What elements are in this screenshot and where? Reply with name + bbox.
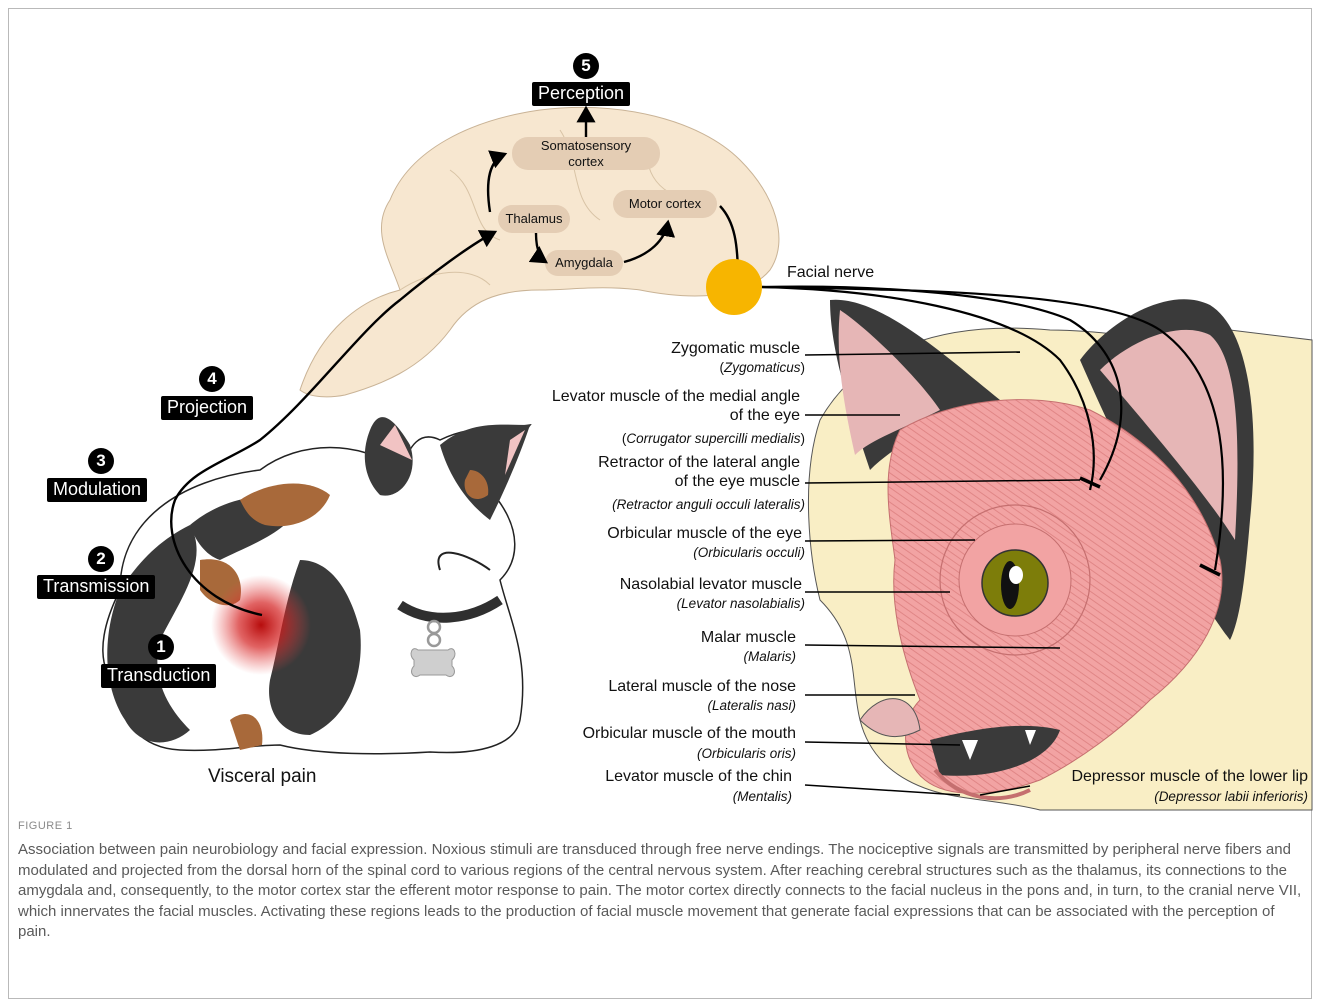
- cat-head-illustration: [808, 299, 1312, 810]
- muscle-name-levator-chin: Levator muscle of the chin: [605, 767, 792, 786]
- step-number-2: 2: [88, 546, 114, 572]
- muscle-latin-zygomatic: (Zygomaticus): [719, 359, 805, 376]
- latin-name: Levator nasolabialis: [681, 596, 800, 611]
- visceral-pain-label: Visceral pain: [208, 767, 316, 786]
- latin-name: Orbicularis occuli: [698, 545, 801, 560]
- muscle-latin-depressor-lower-lip: (Depressor labii inferioris): [1154, 788, 1308, 805]
- latin-name: Lateralis nasi: [712, 698, 792, 713]
- muscle-latin-nasolabial-levator: (Levator nasolabialis): [677, 595, 805, 612]
- facial-nucleus: [706, 259, 762, 315]
- figure-caption-text: Association between pain neurobiology an…: [18, 840, 1308, 943]
- paren-close: ): [792, 649, 797, 664]
- step-label-modulation: Modulation: [47, 478, 147, 502]
- muscle-name-retractor-lateral-angle: Retractor of the lateral angle of the ey…: [598, 453, 800, 491]
- step-label-transmission: Transmission: [37, 575, 155, 599]
- muscle-name-levator-medial-angle: Levator muscle of the medial angle of th…: [552, 387, 800, 425]
- cat-illustration: [103, 417, 530, 754]
- facial-nerve-label: Facial nerve: [787, 263, 874, 282]
- paren-close: ): [801, 360, 806, 375]
- brain-label-thalamus: Thalamus: [498, 211, 570, 227]
- paren-close: ): [801, 431, 806, 446]
- latin-name: Mentalis: [737, 789, 787, 804]
- step-label-perception: Perception: [532, 82, 630, 106]
- latin-name: Corrugator supercilli medialis: [626, 431, 800, 446]
- muscle-name-orbicular-mouth: Orbicular muscle of the mouth: [583, 724, 796, 743]
- step-number-1: 1: [148, 634, 174, 660]
- step-number-5: 5: [573, 53, 599, 79]
- muscle-latin-levator-chin: (Mentalis): [733, 788, 792, 805]
- paren-close: ): [801, 596, 806, 611]
- paren-close: ): [801, 545, 806, 560]
- latin-name: Orbicularis oris: [701, 746, 791, 761]
- muscle-latin-retractor-lateral-angle: (Retractor anguli occuli lateralis): [612, 496, 805, 513]
- paren-close: ): [792, 698, 797, 713]
- muscle-name-lateral-nose: Lateral muscle of the nose: [608, 677, 796, 696]
- paren-close: ): [1304, 789, 1309, 804]
- muscle-latin-orbicular-eye: (Orbicularis occuli): [693, 544, 805, 561]
- latin-name: Zygomaticus: [724, 360, 801, 375]
- muscle-latin-malar: (Malaris): [743, 648, 796, 665]
- muscle-name-orbicular-eye: Orbicular muscle of the eye: [607, 524, 802, 543]
- step-label-transduction: Transduction: [101, 664, 216, 688]
- latin-name: Malaris: [748, 649, 792, 664]
- paren-close: ): [801, 497, 806, 512]
- brain-label-motor-cortex: Motor cortex: [613, 196, 717, 212]
- muscle-latin-levator-medial-angle: (Corrugator supercilli medialis): [622, 430, 805, 447]
- step-number-3: 3: [88, 448, 114, 474]
- muscle-name-depressor-lower-lip: Depressor muscle of the lower lip: [1071, 767, 1308, 786]
- latin-name: Retractor anguli occuli lateralis: [617, 497, 801, 512]
- step-number-4: 4: [199, 366, 225, 392]
- figure-caption-label: FIGURE 1: [18, 820, 73, 832]
- muscle-latin-lateral-nose: (Lateralis nasi): [707, 697, 796, 714]
- muscle-latin-orbicular-mouth: (Orbicularis oris): [697, 745, 796, 762]
- paren-close: ): [788, 789, 793, 804]
- step-label-projection: Projection: [161, 396, 253, 420]
- brain-label-amygdala: Amygdala: [545, 255, 623, 271]
- brain-label-somatosensory: Somatosensory cortex: [512, 138, 660, 170]
- muscle-name-nasolabial-levator: Nasolabial levator muscle: [620, 575, 802, 594]
- paren-close: ): [792, 746, 797, 761]
- muscle-name-malar: Malar muscle: [701, 628, 796, 647]
- muscle-name-zygomatic: Zygomatic muscle: [671, 339, 800, 358]
- latin-name: Depressor labii inferioris: [1159, 789, 1304, 804]
- pain-spot: [211, 575, 311, 675]
